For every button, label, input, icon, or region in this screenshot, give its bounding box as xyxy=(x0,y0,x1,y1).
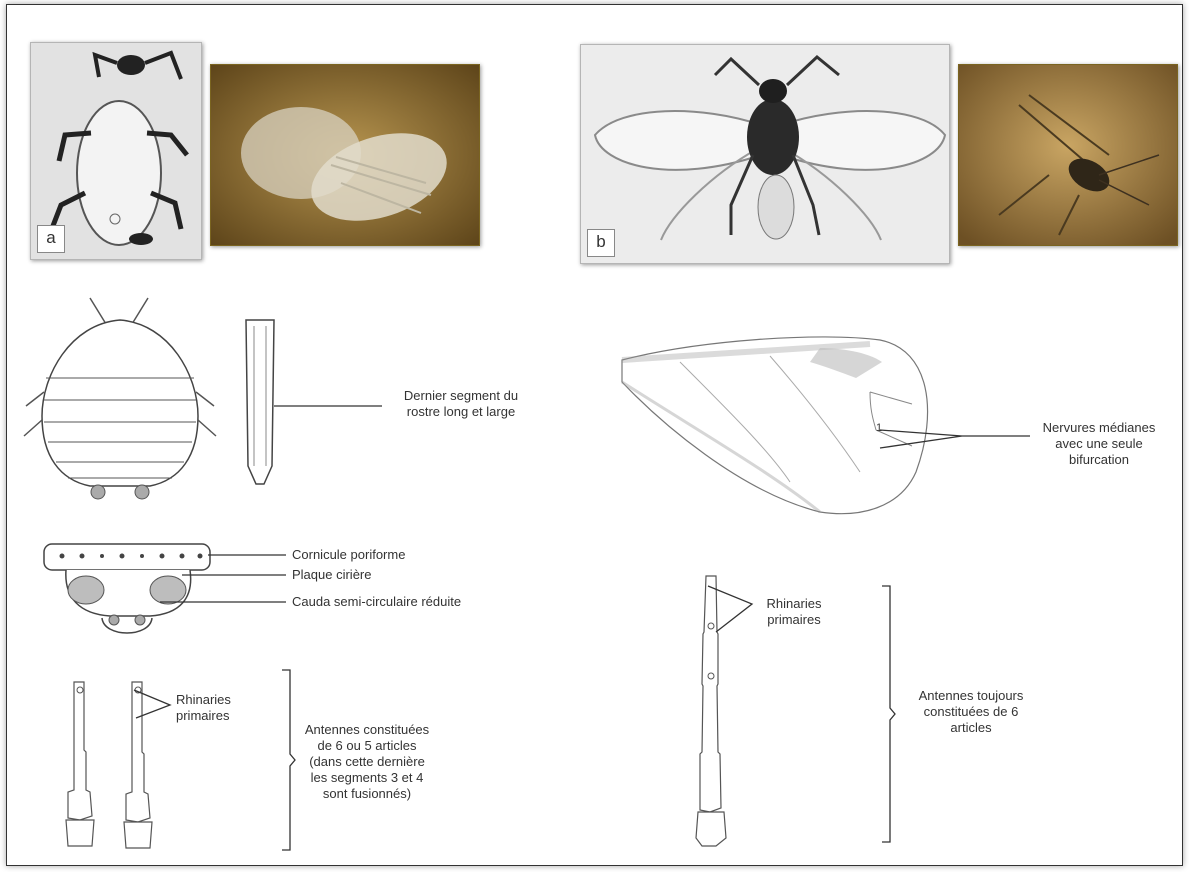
label-cauda: Cauda semi-circulaire réduite xyxy=(292,594,461,610)
label-rhinaries-right: Rhinaries primaires xyxy=(756,596,832,628)
brace-right xyxy=(880,584,896,844)
label-nervures: Nervures médianes avec une seule bifurca… xyxy=(1028,420,1170,468)
label-rhinaries-left: Rhinaries primaires xyxy=(176,692,231,724)
label-antennes-left: Antennes constituées de 6 ou 5 articles … xyxy=(292,722,442,802)
label-antennes-right: Antennes toujours constituées de 6 artic… xyxy=(896,688,1046,736)
label-cornicule: Cornicule poriforme xyxy=(292,547,405,563)
label-plaque: Plaque cirière xyxy=(292,567,372,583)
label-rostre: Dernier segment du rostre long et large xyxy=(386,388,536,420)
